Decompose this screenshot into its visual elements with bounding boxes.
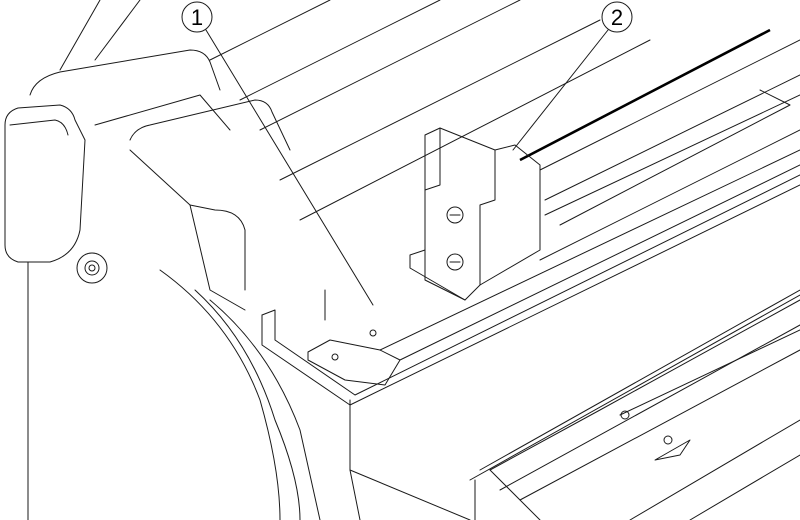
- callout-2-circle: [601, 1, 633, 33]
- left-housing: [4, 49, 321, 520]
- callout-2-label: 2: [611, 5, 623, 30]
- callout-1-leader: [205, 29, 374, 306]
- callout-1-circle: [181, 1, 213, 33]
- callout-2: 2: [512, 1, 633, 151]
- part-2-block: [409, 127, 541, 301]
- callout-2-leader: [512, 29, 609, 151]
- callout-1-label: 1: [191, 5, 203, 30]
- lower-panel: [469, 289, 800, 520]
- callout-1: 1: [181, 1, 374, 306]
- upper-rails: [59, 0, 800, 261]
- part-1-bracket: [261, 149, 800, 520]
